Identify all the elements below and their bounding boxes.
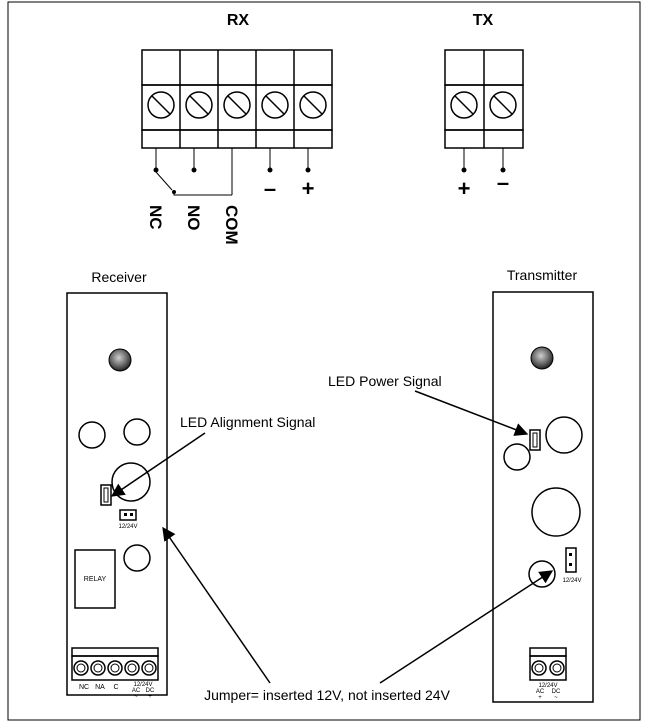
transmitter-led — [530, 346, 554, 370]
receiver-terminal-screw — [90, 660, 106, 676]
receiver-term-nc: NC — [79, 684, 89, 691]
transmitter-terminal-screw — [531, 660, 547, 676]
led-alignment-label: LED Alignment Signal — [180, 414, 315, 430]
transmitter-label: Transmitter — [507, 267, 578, 283]
receiver-capacitor — [123, 544, 151, 572]
led-alignment-arrow — [110, 432, 206, 497]
receiver-term-ac: AC — [132, 688, 141, 694]
rx-title: RX — [227, 12, 250, 29]
rx-plus-label: + — [302, 176, 315, 201]
relay-contact — [155, 171, 173, 191]
tx-screw — [450, 91, 478, 119]
transmitter-terminal-strip — [529, 655, 567, 681]
rx-terminal-block — [141, 49, 333, 196]
receiver-term-ac-symbol: ~ — [134, 694, 138, 700]
receiver-terminal-screw — [73, 660, 89, 676]
rx-com-label: COM — [222, 205, 241, 245]
receiver-led — [108, 348, 132, 372]
receiver-term-dc-symbol: + — [148, 694, 152, 700]
receiver-terminal-strip — [71, 655, 159, 681]
led-power-arrow — [414, 390, 529, 436]
rx-screw — [147, 91, 175, 119]
receiver-term-12-24v: 12/24V — [133, 682, 152, 688]
tx-terminal-block — [444, 49, 524, 173]
transmitter-terminal-screw — [549, 660, 565, 676]
receiver-terminal-screw — [107, 660, 123, 676]
receiver-board: 12/24V RELAY NC NA C 12/24V AC DC ~ + — [66, 292, 168, 700]
tx-plus-label: + — [458, 176, 471, 201]
receiver-term-na: NA — [95, 684, 105, 691]
tx-title: TX — [473, 12, 494, 29]
jumper-arrow-receiver — [162, 526, 271, 684]
transmitter-term-ac: AC — [536, 689, 545, 695]
rx-no-label: NO — [184, 205, 203, 231]
transmitter-jumper — [565, 547, 577, 573]
receiver-jumper — [119, 509, 137, 521]
receiver-terminal-screw — [124, 660, 140, 676]
outer-frame — [7, 1, 641, 721]
transmitter-emitter — [545, 416, 583, 454]
transmitter-term-12-24v: 12/24V — [538, 683, 557, 689]
transmitter-lens — [503, 443, 531, 471]
jumper-arrow-transmitter — [379, 570, 554, 684]
transmitter-term-plus: + — [538, 695, 542, 701]
rx-nc-label: NC — [146, 205, 165, 230]
receiver-term-c: C — [113, 684, 118, 691]
jumper-note: Jumper= inserted 12V, not inserted 24V — [204, 687, 450, 703]
transmitter-jumper-label: 12/24V — [562, 578, 581, 584]
receiver-label: Receiver — [91, 269, 147, 285]
receiver-term-dc: DC — [146, 688, 155, 694]
transmitter-capacitor-large — [531, 487, 581, 537]
transmitter-power-led — [529, 429, 541, 451]
receiver-sensor — [111, 462, 151, 502]
receiver-lens-right — [123, 418, 151, 446]
transmitter-capacitor-small — [528, 560, 556, 588]
receiver-jumper-label: 12/24V — [118, 524, 137, 530]
transmitter-term-dc: DC — [552, 689, 561, 695]
receiver-relay — [74, 549, 116, 609]
rx-screw — [299, 91, 327, 119]
transmitter-term-tilde: ~ — [554, 695, 558, 701]
transmitter-board: 12/24V 12/24V AC DC + ~ — [492, 291, 594, 703]
receiver-terminal-screw — [141, 660, 157, 676]
rx-screw — [223, 91, 251, 119]
led-power-label: LED Power Signal — [328, 373, 442, 389]
rx-screw — [261, 91, 289, 119]
receiver-lens-left — [78, 421, 106, 449]
tx-screw — [489, 91, 517, 119]
rx-screw — [185, 91, 213, 119]
receiver-relay-label: RELAY — [84, 576, 107, 583]
rx-minus-label: – — [264, 176, 276, 201]
tx-minus-label: – — [497, 170, 509, 195]
